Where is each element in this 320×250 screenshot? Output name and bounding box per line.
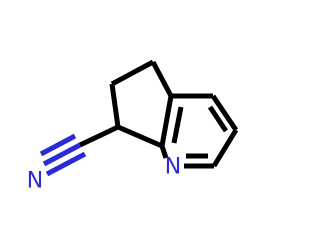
bond-c4-c3 bbox=[210, 94, 239, 132]
pyridine-nitrogen-label: N bbox=[165, 155, 181, 180]
nitrile-nitrogen-label: N bbox=[27, 169, 43, 194]
bond-c7-c7a bbox=[117, 124, 163, 149]
bond-n1-c7a bbox=[159, 145, 169, 159]
bond-c4a-c7a-inner bbox=[171, 106, 184, 144]
bond-c4a-c7a bbox=[159, 95, 174, 147]
triple-bond-center bbox=[42, 142, 82, 167]
bond-c3-c2 bbox=[211, 128, 239, 168]
bond-c4-c3-inner bbox=[207, 105, 229, 133]
triple-bond-upper bbox=[39, 133, 77, 157]
triple-bond-lower bbox=[45, 151, 87, 177]
bond-c6-c5 bbox=[110, 59, 155, 87]
bond-c5-c4a bbox=[150, 60, 174, 98]
bond-c7-c6 bbox=[109, 83, 121, 128]
bond-c7-cn bbox=[78, 124, 120, 148]
chemical-structure: N N bbox=[27, 59, 239, 194]
